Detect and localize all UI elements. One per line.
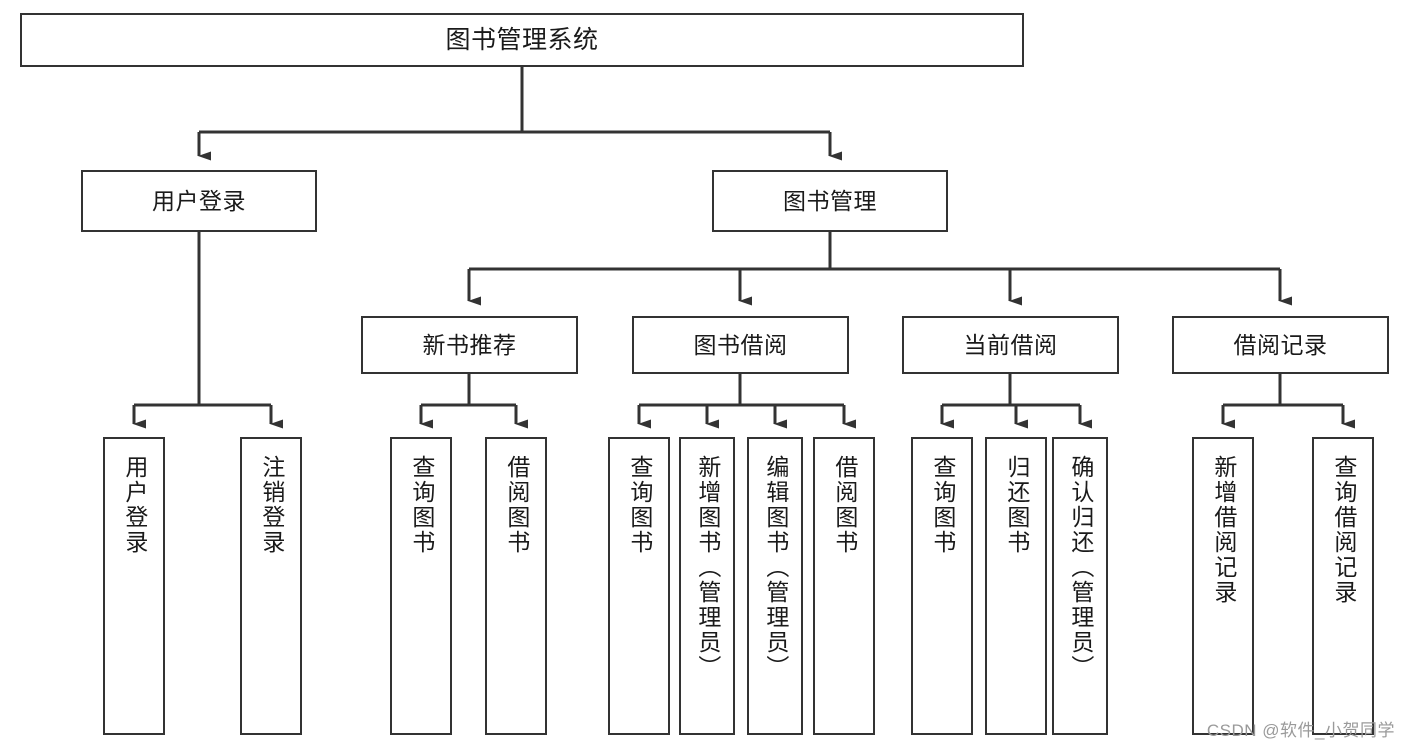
node-root[interactable]: 图书管理系统 xyxy=(20,13,1024,67)
node-leaf-add-book-label: 新增图书（管理员） xyxy=(694,455,721,680)
node-new-book-recommend[interactable]: 新书推荐 xyxy=(361,316,578,374)
node-leaf-confirm-return[interactable]: 确认归还（管理员） xyxy=(1052,437,1108,735)
node-leaf-user-login[interactable]: 用户登录 xyxy=(103,437,165,735)
node-book-borrow-label: 图书借阅 xyxy=(693,331,788,358)
node-leaf-edit-book-label: 编辑图书（管理员） xyxy=(762,455,789,680)
node-leaf-add-record-label: 新增借阅记录 xyxy=(1210,455,1237,605)
node-current-borrow[interactable]: 当前借阅 xyxy=(902,316,1119,374)
node-leaf-borrow-book-1[interactable]: 借阅图书 xyxy=(485,437,547,735)
node-leaf-query-record-label: 查询借阅记录 xyxy=(1330,455,1357,605)
node-user-login[interactable]: 用户登录 xyxy=(81,170,317,232)
node-book-manage[interactable]: 图书管理 xyxy=(712,170,948,232)
node-leaf-user-login-label: 用户登录 xyxy=(121,455,148,555)
node-leaf-query-book-2-label: 查询图书 xyxy=(626,455,653,555)
node-leaf-query-book-1[interactable]: 查询图书 xyxy=(390,437,452,735)
node-leaf-borrow-book-2[interactable]: 借阅图书 xyxy=(813,437,875,735)
node-leaf-query-book-3-label: 查询图书 xyxy=(929,455,956,555)
node-leaf-query-book-3[interactable]: 查询图书 xyxy=(911,437,973,735)
node-leaf-edit-book[interactable]: 编辑图书（管理员） xyxy=(747,437,803,735)
csdn-watermark: CSDN @软件_小贺同学 xyxy=(1206,721,1395,740)
node-new-book-recommend-label: 新书推荐 xyxy=(422,331,517,358)
node-leaf-logout[interactable]: 注销登录 xyxy=(240,437,302,735)
node-book-borrow[interactable]: 图书借阅 xyxy=(632,316,849,374)
node-user-login-label: 用户登录 xyxy=(152,187,246,214)
node-leaf-return-book[interactable]: 归还图书 xyxy=(985,437,1047,735)
node-book-manage-label: 图书管理 xyxy=(783,187,877,214)
node-leaf-query-record[interactable]: 查询借阅记录 xyxy=(1312,437,1374,735)
node-leaf-add-book[interactable]: 新增图书（管理员） xyxy=(679,437,735,735)
node-root-label: 图书管理系统 xyxy=(445,25,599,54)
node-leaf-borrow-book-1-label: 借阅图书 xyxy=(503,455,530,555)
node-leaf-query-book-1-label: 查询图书 xyxy=(408,455,435,555)
node-leaf-confirm-return-label: 确认归还（管理员） xyxy=(1067,455,1094,680)
node-current-borrow-label: 当前借阅 xyxy=(963,331,1058,358)
node-leaf-add-record[interactable]: 新增借阅记录 xyxy=(1192,437,1254,735)
node-borrow-record-label: 借阅记录 xyxy=(1233,331,1328,358)
node-borrow-record[interactable]: 借阅记录 xyxy=(1172,316,1389,374)
node-leaf-logout-label: 注销登录 xyxy=(258,455,285,555)
node-leaf-query-book-2[interactable]: 查询图书 xyxy=(608,437,670,735)
node-leaf-return-book-label: 归还图书 xyxy=(1003,455,1030,555)
node-leaf-borrow-book-2-label: 借阅图书 xyxy=(831,455,858,555)
